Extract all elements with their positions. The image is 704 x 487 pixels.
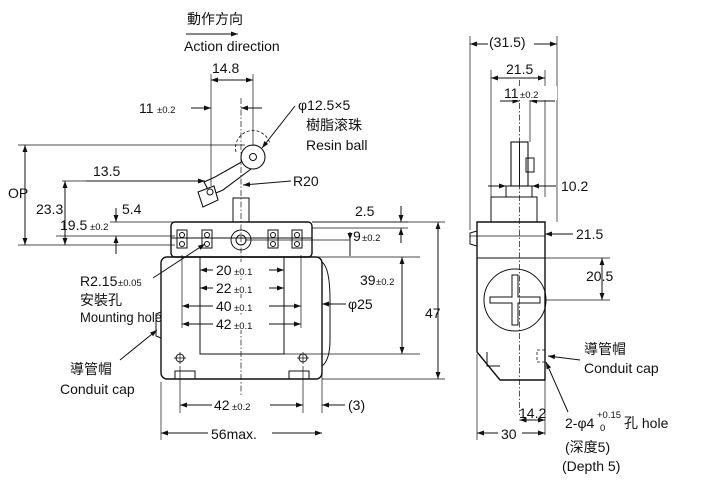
mounting-hole-cn: 安裝孔 <box>80 292 122 308</box>
lever-pivot <box>206 188 214 196</box>
resin-ball-cn: 樹脂滚珠 <box>306 117 362 133</box>
dim-39: 39 <box>360 272 376 288</box>
conduit-cap-left <box>155 311 162 339</box>
dim-42-tol: ±0.2 <box>232 402 250 413</box>
dim-side-11-tol: ±0.2 <box>520 90 538 101</box>
dim-47: 47 <box>425 305 441 321</box>
hole-tol-dn: 0 <box>600 423 605 434</box>
dim-20: 20 <box>216 262 232 278</box>
dim-op: OP <box>8 185 28 201</box>
dim-14-8: 14.8 <box>212 60 239 76</box>
side-head <box>490 196 538 223</box>
mounting-screw-right-2 <box>291 229 303 249</box>
dim-56max: 56max. <box>211 426 257 442</box>
dim-2-5: 2.5 <box>355 203 375 219</box>
dim-9: 9 <box>353 228 361 244</box>
dim-40-tol: ±0.1 <box>234 303 252 314</box>
dim-31-5: (31.5) <box>489 34 526 50</box>
hole-suffix: 孔 hole <box>624 415 669 431</box>
mounting-screw-left-2 <box>201 229 213 249</box>
hole-depth-cn: (深度5) <box>565 439 610 455</box>
dim-11-tol: ±0.2 <box>157 105 175 116</box>
body-right-flange <box>321 261 331 367</box>
dim-13-5: 13.5 <box>93 163 120 179</box>
side-view: (31.5) 21.5 11 ±0.2 10.2 21.5 20.5 導管帽 C… <box>469 34 669 474</box>
resin-ball-en: Resin ball <box>306 137 367 153</box>
hole-depth-en: (Depth 5) <box>562 458 620 474</box>
dim-11: 11 <box>139 100 154 116</box>
dim-ball: φ12.5×5 <box>298 97 351 113</box>
hole-prefix: 2-φ4 <box>565 415 595 431</box>
dim-10-2: 10.2 <box>561 178 588 194</box>
hole-tol-up: +0.15 <box>597 410 621 421</box>
dim-20-tol: ±0.1 <box>234 267 252 278</box>
dim-40: 40 <box>216 298 232 314</box>
dim-r20: R20 <box>293 173 319 189</box>
side-cross-slot <box>489 274 541 326</box>
mounting-screw-left-1 <box>176 229 188 249</box>
dim-19-5: 19.5 <box>60 217 87 233</box>
dim-23-3: 23.3 <box>36 201 63 217</box>
dim-42: 42 <box>214 397 230 413</box>
side-conduit-cap-hidden <box>536 349 546 363</box>
dim-21-5: 21.5 <box>576 226 603 242</box>
conduit-cap-en: Conduit cap <box>60 381 135 397</box>
dim-side-11: 11 <box>504 85 519 101</box>
dim-r215-tol: ±0.05 <box>118 278 142 289</box>
dim-5-4: 5.4 <box>122 201 142 217</box>
front-view: 動作方向 Action direction <box>8 11 445 442</box>
action-direction-en: Action direction <box>184 38 280 54</box>
side-left-step <box>469 230 478 247</box>
action-direction-cn: 動作方向 <box>187 11 243 27</box>
side-plunger <box>505 185 533 197</box>
dim-19-5-tol: ±0.2 <box>90 222 108 233</box>
side-conduit-cap-en: Conduit cap <box>584 360 659 376</box>
dim-21-5-top: 21.5 <box>506 61 533 77</box>
dim-9-tol: ±0.2 <box>362 233 380 244</box>
dim-42-inner-tol: ±0.1 <box>234 321 252 332</box>
mounting-screw-right-1 <box>267 229 279 249</box>
body-bottom-notch <box>174 370 310 379</box>
dim-14-2: 14.2 <box>519 405 546 421</box>
dim-phi25: φ25 <box>348 296 373 312</box>
dim-39-tol: ±0.2 <box>376 277 394 288</box>
side-conduit-cap-cn: 導管帽 <box>584 341 626 357</box>
dim-42-inner: 42 <box>216 316 232 332</box>
dim-30: 30 <box>501 426 517 442</box>
mounting-hole-en: Mounting hole <box>80 309 162 325</box>
dim-20-5: 20.5 <box>586 268 613 284</box>
side-circular-cover <box>483 268 547 332</box>
conduit-cap-cn: 導管帽 <box>70 361 112 377</box>
dim-3: (3) <box>348 397 365 413</box>
resin-ball-roller <box>240 144 266 170</box>
switch-head <box>170 221 313 258</box>
dim-r215: R2.15 <box>80 273 118 289</box>
dim-22-tol: ±0.1 <box>234 285 252 296</box>
dim-22: 22 <box>216 280 232 296</box>
